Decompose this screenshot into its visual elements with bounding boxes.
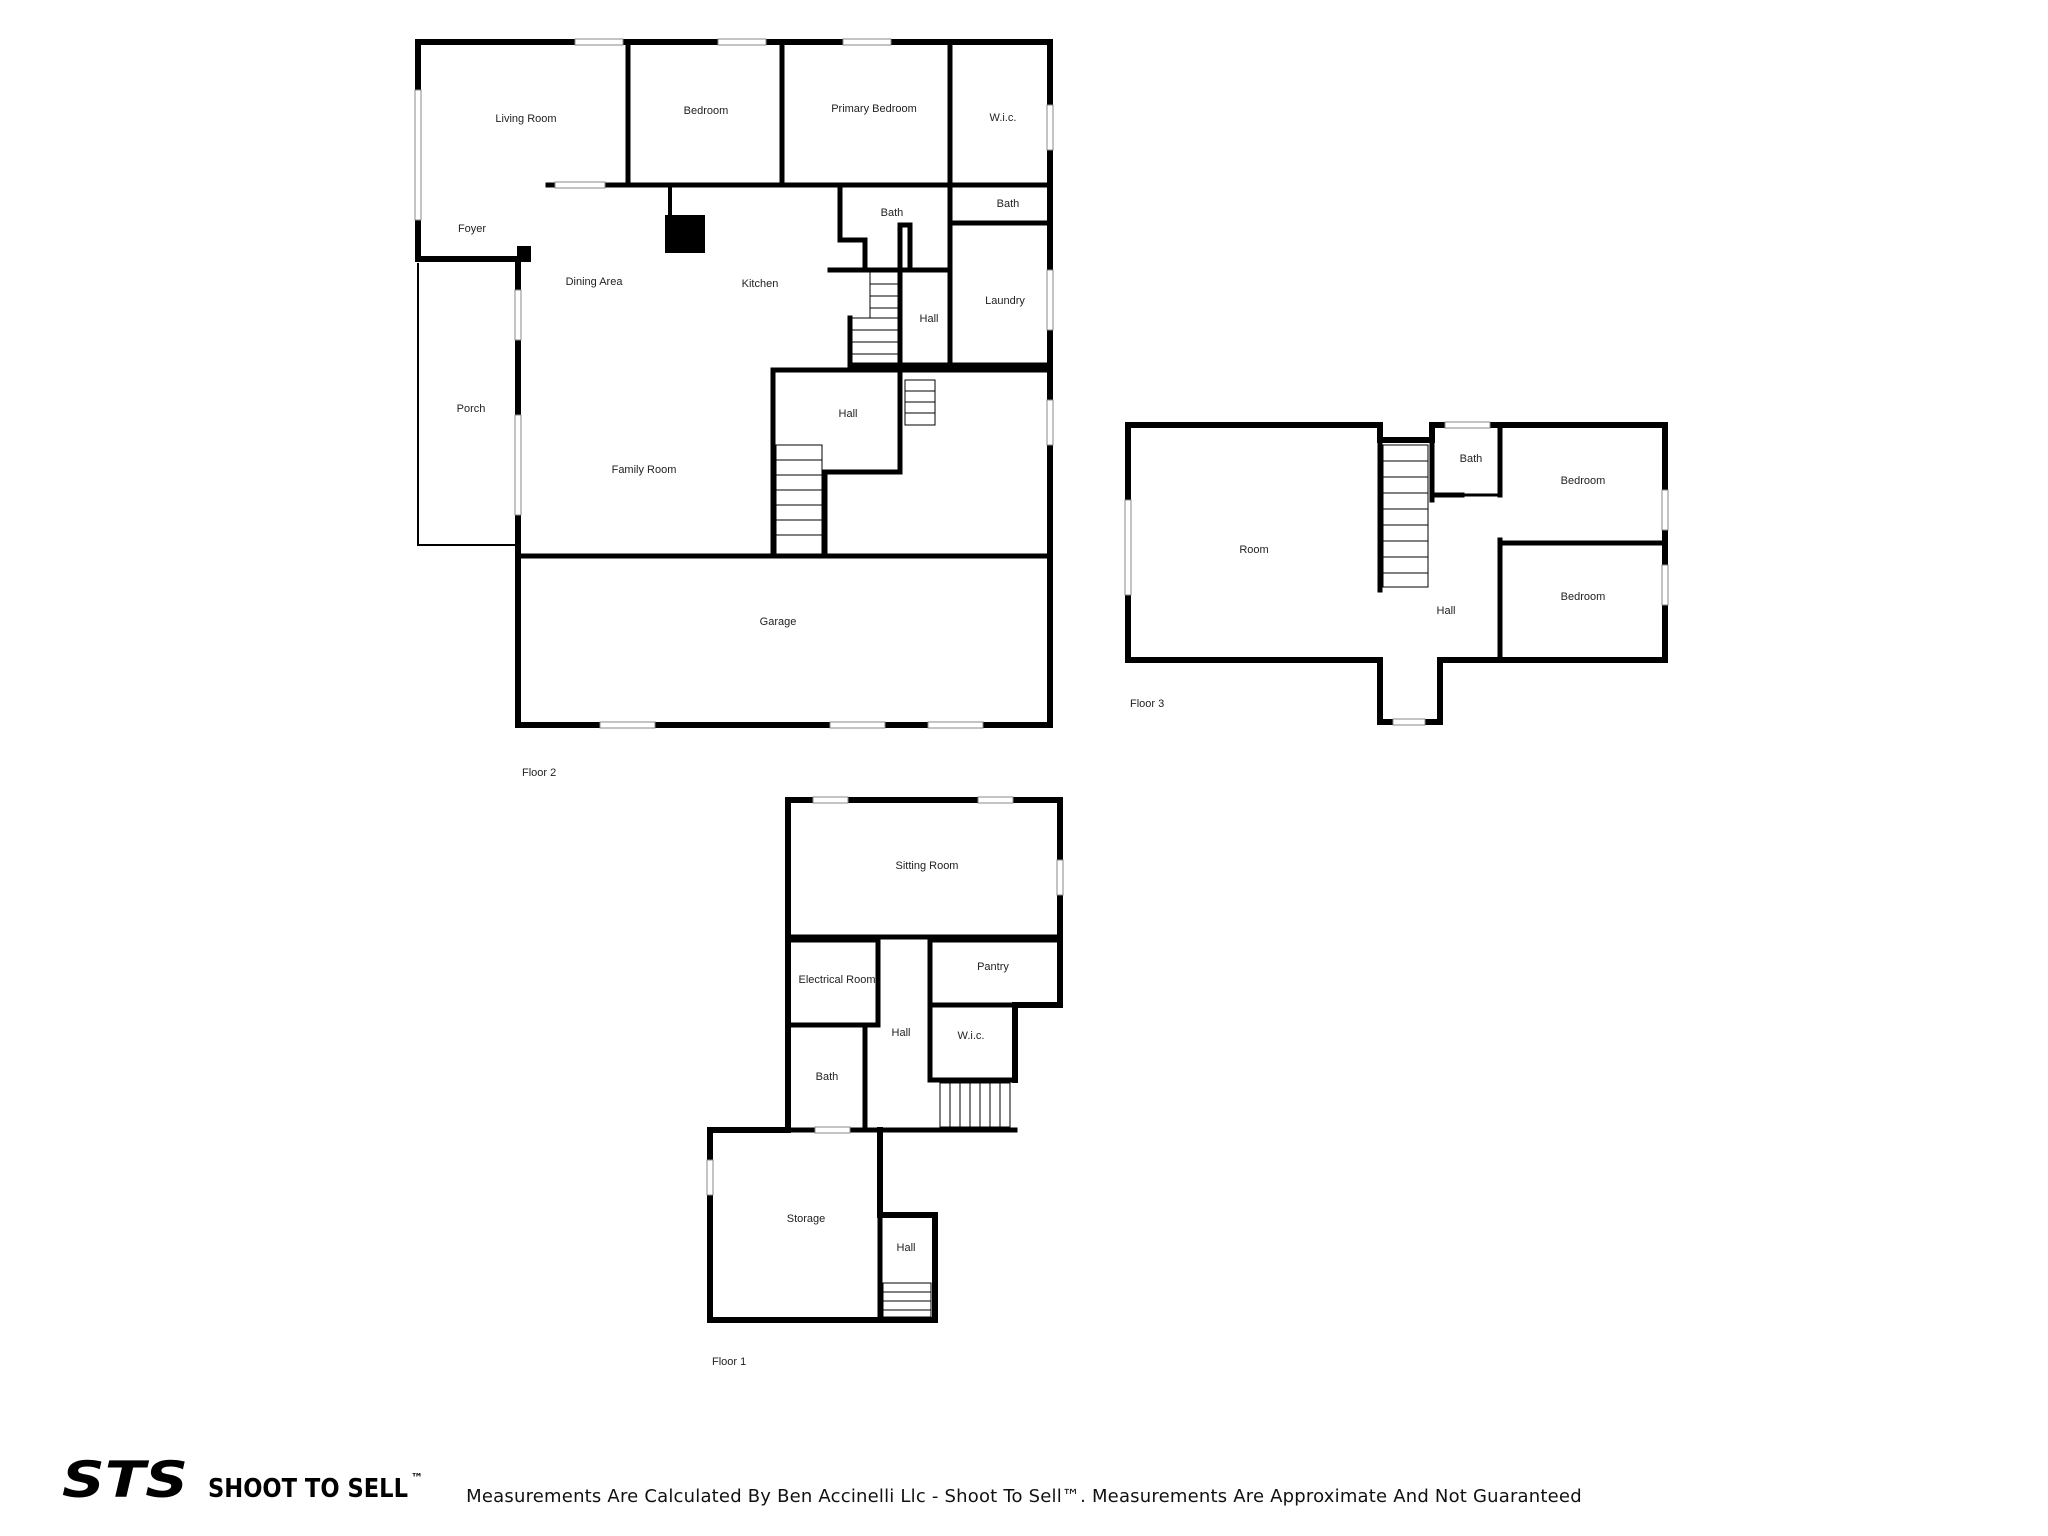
room-label-garage: Garage xyxy=(760,616,797,628)
floor-1-stairs xyxy=(882,1082,1011,1318)
floor-label: Floor 3 xyxy=(1130,698,1164,710)
room-label-kitchen: Kitchen xyxy=(742,278,779,290)
floor-3-stairs xyxy=(1382,444,1429,588)
room-label-electrical-room: Electrical Room xyxy=(798,974,875,986)
floor-2-stairs xyxy=(775,271,936,556)
floor-label: Floor 1 xyxy=(712,1356,746,1368)
floor-3-plan xyxy=(1125,422,1668,725)
room-label-hall: Hall xyxy=(920,313,939,325)
disclaimer-text: Measurements Are Calculated By Ben Accin… xyxy=(466,1486,1582,1507)
room-label-bath: Bath xyxy=(881,207,904,219)
room-label-pantry: Pantry xyxy=(977,961,1009,973)
room-label-hall: Hall xyxy=(839,408,858,420)
floor-1-labels: Sitting Room Electrical Room Pantry Hall… xyxy=(712,860,1009,1368)
room-label-wic: W.i.c. xyxy=(990,112,1017,124)
room-label-bedroom: Bedroom xyxy=(1561,475,1606,487)
floor-3-windows xyxy=(1124,421,1669,726)
room-label-sitting-room: Sitting Room xyxy=(896,860,959,872)
room-label-room: Room xyxy=(1239,544,1268,556)
room-label-bath: Bath xyxy=(997,198,1020,210)
floor-1-windows xyxy=(706,796,1064,1196)
floor-label: Floor 2 xyxy=(522,767,556,779)
room-label-hall: Hall xyxy=(1437,605,1456,617)
room-label-bedroom: Bedroom xyxy=(1561,591,1606,603)
brand-name: SHOOT TO SELL xyxy=(208,1474,408,1504)
room-label-hall: Hall xyxy=(897,1242,916,1254)
room-label-bath: Bath xyxy=(1460,453,1483,465)
room-label-laundry: Laundry xyxy=(985,295,1025,307)
floor-2-labels: Living Room Bedroom Primary Bedroom W.i.… xyxy=(457,103,1026,779)
room-label-wic: W.i.c. xyxy=(958,1030,985,1042)
room-label-bedroom: Bedroom xyxy=(684,105,729,117)
floor-1-plan xyxy=(707,797,1063,1323)
trademark-symbol: ™ xyxy=(411,1471,423,1485)
floor-2-plan xyxy=(415,39,1053,728)
room-label-storage: Storage xyxy=(787,1213,826,1225)
room-label-dining-area: Dining Area xyxy=(566,276,624,288)
room-label-porch: Porch xyxy=(457,403,486,415)
floor-3-labels: Room Bath Bedroom Bedroom Hall Floor 3 xyxy=(1130,453,1605,710)
room-label-bath: Bath xyxy=(816,1071,839,1083)
room-label-foyer: Foyer xyxy=(458,223,486,235)
logo-mark: STS xyxy=(62,1451,188,1509)
floor-2-windows xyxy=(414,38,1054,729)
room-label-family-room: Family Room xyxy=(612,464,677,476)
brand-logo: STS SHOOT TO SELL ™ xyxy=(62,1451,423,1509)
room-label-living-room: Living Room xyxy=(495,113,556,125)
room-label-hall: Hall xyxy=(892,1027,911,1039)
room-label-primary-bedroom: Primary Bedroom xyxy=(831,103,917,115)
